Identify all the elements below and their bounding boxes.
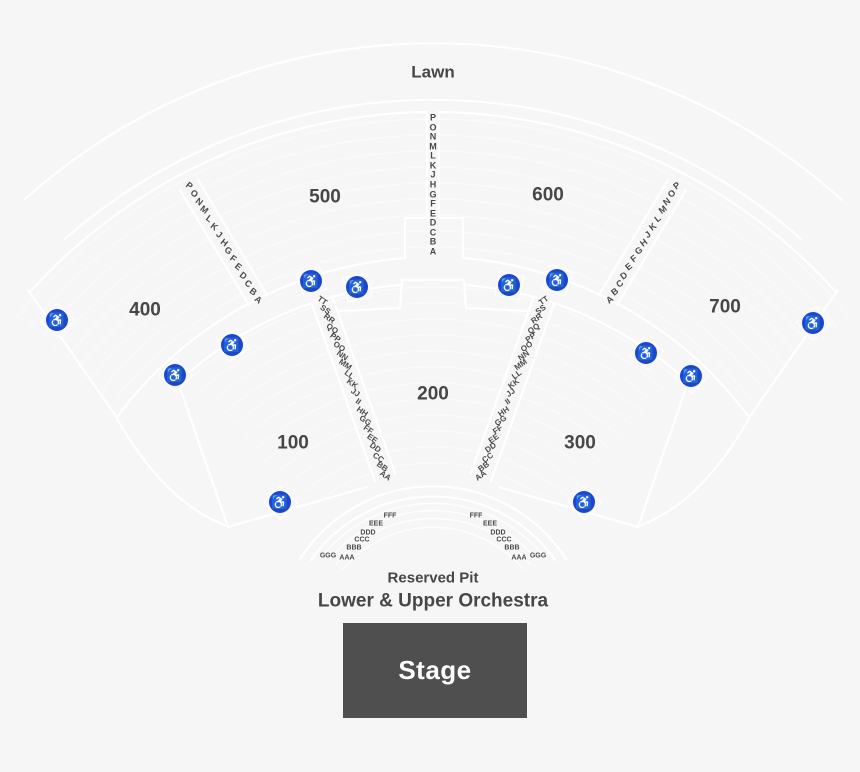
row-letter: M: [429, 141, 437, 152]
pit-row-label: EEE: [482, 520, 498, 528]
section-lawn-label[interactable]: Lawn: [411, 62, 455, 82]
row-letter: H: [429, 179, 437, 190]
stage: Stage: [343, 623, 527, 718]
pit-row-label: DDD: [490, 529, 506, 537]
wheelchair-icon[interactable]: ♿: [269, 491, 291, 513]
section-300-label[interactable]: 300: [564, 432, 596, 454]
wheelchair-icon[interactable]: ♿: [300, 270, 322, 292]
pit-row-label: DDD: [360, 529, 376, 537]
row-letter: D: [429, 217, 437, 228]
stage-label: Stage: [398, 655, 472, 685]
row-letter: A: [429, 246, 437, 257]
wheelchair-icon[interactable]: ♿: [573, 491, 595, 513]
wheelchair-icon[interactable]: ♿: [802, 312, 824, 334]
pit-row-label: AAA: [511, 554, 527, 562]
row-letter: E: [429, 208, 437, 219]
pit-row-label: GGG: [319, 552, 337, 560]
row-letter: G: [429, 189, 437, 200]
row-letter: N: [429, 131, 437, 142]
pit-row-label: BBB: [504, 544, 520, 552]
wheelchair-icon[interactable]: ♿: [221, 334, 243, 356]
wheelchair-icon[interactable]: ♿: [346, 276, 368, 298]
row-letter: C: [429, 227, 437, 238]
orchestra-label[interactable]: Lower & Upper Orchestra: [317, 590, 549, 612]
section-100-label[interactable]: 100: [277, 432, 309, 454]
row-letter: J: [430, 169, 436, 180]
section-200-label[interactable]: 200: [417, 383, 449, 405]
row-letter: O: [429, 122, 437, 133]
wheelchair-icon[interactable]: ♿: [680, 365, 702, 387]
section-600-label[interactable]: 600: [532, 184, 564, 206]
row-letter: B: [429, 236, 437, 247]
reserved-pit-label[interactable]: Reserved Pit: [387, 569, 479, 587]
wheelchair-icon[interactable]: ♿: [498, 274, 520, 296]
row-letter: L: [430, 150, 436, 161]
pit-row-label: GGG: [529, 552, 547, 560]
pit-row-label: CCC: [496, 536, 512, 544]
section-500-label[interactable]: 500: [309, 186, 341, 208]
pit-row-label: BBB: [346, 544, 362, 552]
section-700-label[interactable]: 700: [709, 296, 741, 318]
wheelchair-icon[interactable]: ♿: [635, 342, 657, 364]
pit-row-label: EEE: [368, 520, 384, 528]
pit-row-label: AAA: [339, 554, 355, 562]
pit-row-label: FFF: [383, 512, 397, 520]
wheelchair-icon[interactable]: ♿: [46, 309, 68, 331]
row-letter: F: [430, 198, 436, 209]
wheelchair-icon[interactable]: ♿: [546, 269, 568, 291]
row-letter: P: [429, 112, 437, 123]
wheelchair-icon[interactable]: ♿: [164, 364, 186, 386]
row-texture-lines: [15, 118, 851, 511]
pit-row-label: FFF: [469, 512, 483, 520]
section-400-label[interactable]: 400: [129, 299, 161, 321]
row-letter: K: [429, 160, 437, 171]
pit-row-label: CCC: [354, 536, 370, 544]
section-boundary-lines: [22, 42, 844, 570]
